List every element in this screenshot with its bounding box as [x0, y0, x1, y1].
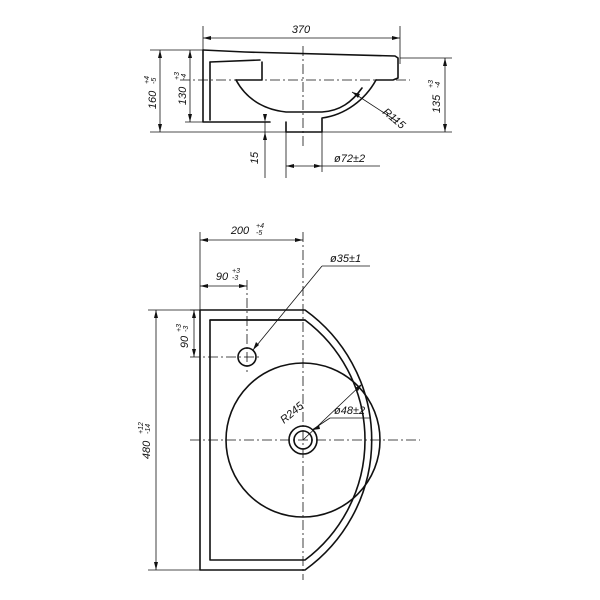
side-inner-rim [209, 59, 261, 63]
side-bowl-height-label-group: 130 +3 -4 [174, 72, 189, 105]
side-right-height-label: 135 [431, 94, 443, 113]
top-tap-hole-leader [252, 265, 323, 351]
top-length-tol-lower: -14 [145, 424, 152, 434]
top-tap-y-tol-lower: -3 [183, 326, 190, 332]
side-bowl-curve [285, 79, 377, 133]
arrow-head [263, 114, 267, 122]
top-length-label-group: 480 +12 -14 [138, 422, 153, 459]
arrow-head [286, 164, 294, 168]
side-inner-step [235, 61, 263, 81]
arrow-head [295, 238, 303, 242]
top-radius-leader [302, 383, 363, 441]
side-drain-offset-label: 15 [249, 151, 261, 164]
side-radius-label-group: R115 [380, 106, 408, 132]
side-bowl-height-tol-upper: +3 [174, 72, 181, 80]
side-radius-label: R115 [380, 106, 408, 132]
side-width-label: 370 [292, 24, 311, 36]
top-depth-tol-upper: +4 [256, 223, 264, 230]
side-view: 370 160 +4 -5 130 +3 -4 [144, 24, 452, 178]
top-tap-x-label: 90 [216, 271, 229, 283]
top-radius-label-group: R245 [278, 400, 307, 427]
arrow-head [158, 50, 162, 58]
arrow-head [392, 36, 400, 40]
side-total-height-label: 160 [147, 90, 159, 109]
side-right-height-tol-upper: +3 [428, 80, 435, 88]
arrow-head [312, 425, 320, 430]
top-length-tol-upper: +12 [138, 422, 145, 434]
arrow-head [200, 238, 208, 242]
top-tap-hole-label: ø35±1 [330, 253, 361, 265]
top-drain-hole-label: ø48±2 [334, 405, 365, 417]
side-radius-leader [351, 91, 399, 123]
arrow-head [355, 384, 362, 391]
arrow-head [203, 36, 211, 40]
arrow-head [253, 342, 259, 350]
arrow-head [200, 284, 208, 288]
top-radius-label: R245 [278, 400, 307, 427]
side-drain-diameter-label: ø72±2 [334, 153, 365, 165]
top-tap-x-tol-lower: -3 [232, 275, 238, 282]
side-total-height-tol-lower: -5 [151, 78, 158, 84]
arrow-head [188, 114, 192, 122]
top-tap-y-label: 90 [179, 335, 191, 348]
side-bowl-height-label: 130 [177, 86, 189, 105]
top-tap-y-tol-upper: +3 [176, 324, 183, 332]
arrow-head [263, 132, 267, 140]
side-bowl-inner [235, 79, 363, 113]
top-depth-tol-lower: -5 [256, 230, 262, 237]
top-depth-label-group: 200 +4 -5 [230, 223, 264, 237]
top-inner-outline [209, 319, 366, 561]
arrow-head [192, 310, 196, 318]
arrow-head [188, 50, 192, 58]
side-drain-offset-label-group: 15 [249, 151, 261, 164]
arrow-head [154, 562, 158, 570]
side-bowl-height-tol-lower: -4 [181, 74, 188, 80]
side-right-height-tol-lower: -4 [435, 82, 442, 88]
side-total-height-tol-upper: +4 [144, 76, 151, 84]
arrow-head [192, 349, 196, 357]
arrow-head [154, 310, 158, 318]
top-tap-x-tol-upper: +3 [232, 268, 240, 275]
arrow-head [443, 124, 447, 132]
top-depth-label: 200 [230, 225, 250, 237]
top-tap-x-label-group: 90 +3 -3 [216, 268, 240, 283]
top-outer-outline [199, 309, 373, 571]
arrow-head [352, 92, 360, 98]
arrow-head [314, 164, 322, 168]
top-view: 200 +4 -5 90 +3 -3 ø35±1 90 +3 -3 [138, 223, 420, 580]
arrow-head [443, 58, 447, 66]
arrow-head [239, 284, 247, 288]
top-length-label: 480 [141, 440, 153, 459]
side-right-height-label-group: 135 +3 -4 [428, 80, 443, 113]
side-top-rim [202, 49, 399, 81]
side-total-height-label-group: 160 +4 -5 [144, 76, 159, 109]
arrow-head [158, 124, 162, 132]
top-tap-y-label-group: 90 +3 -3 [176, 324, 191, 348]
